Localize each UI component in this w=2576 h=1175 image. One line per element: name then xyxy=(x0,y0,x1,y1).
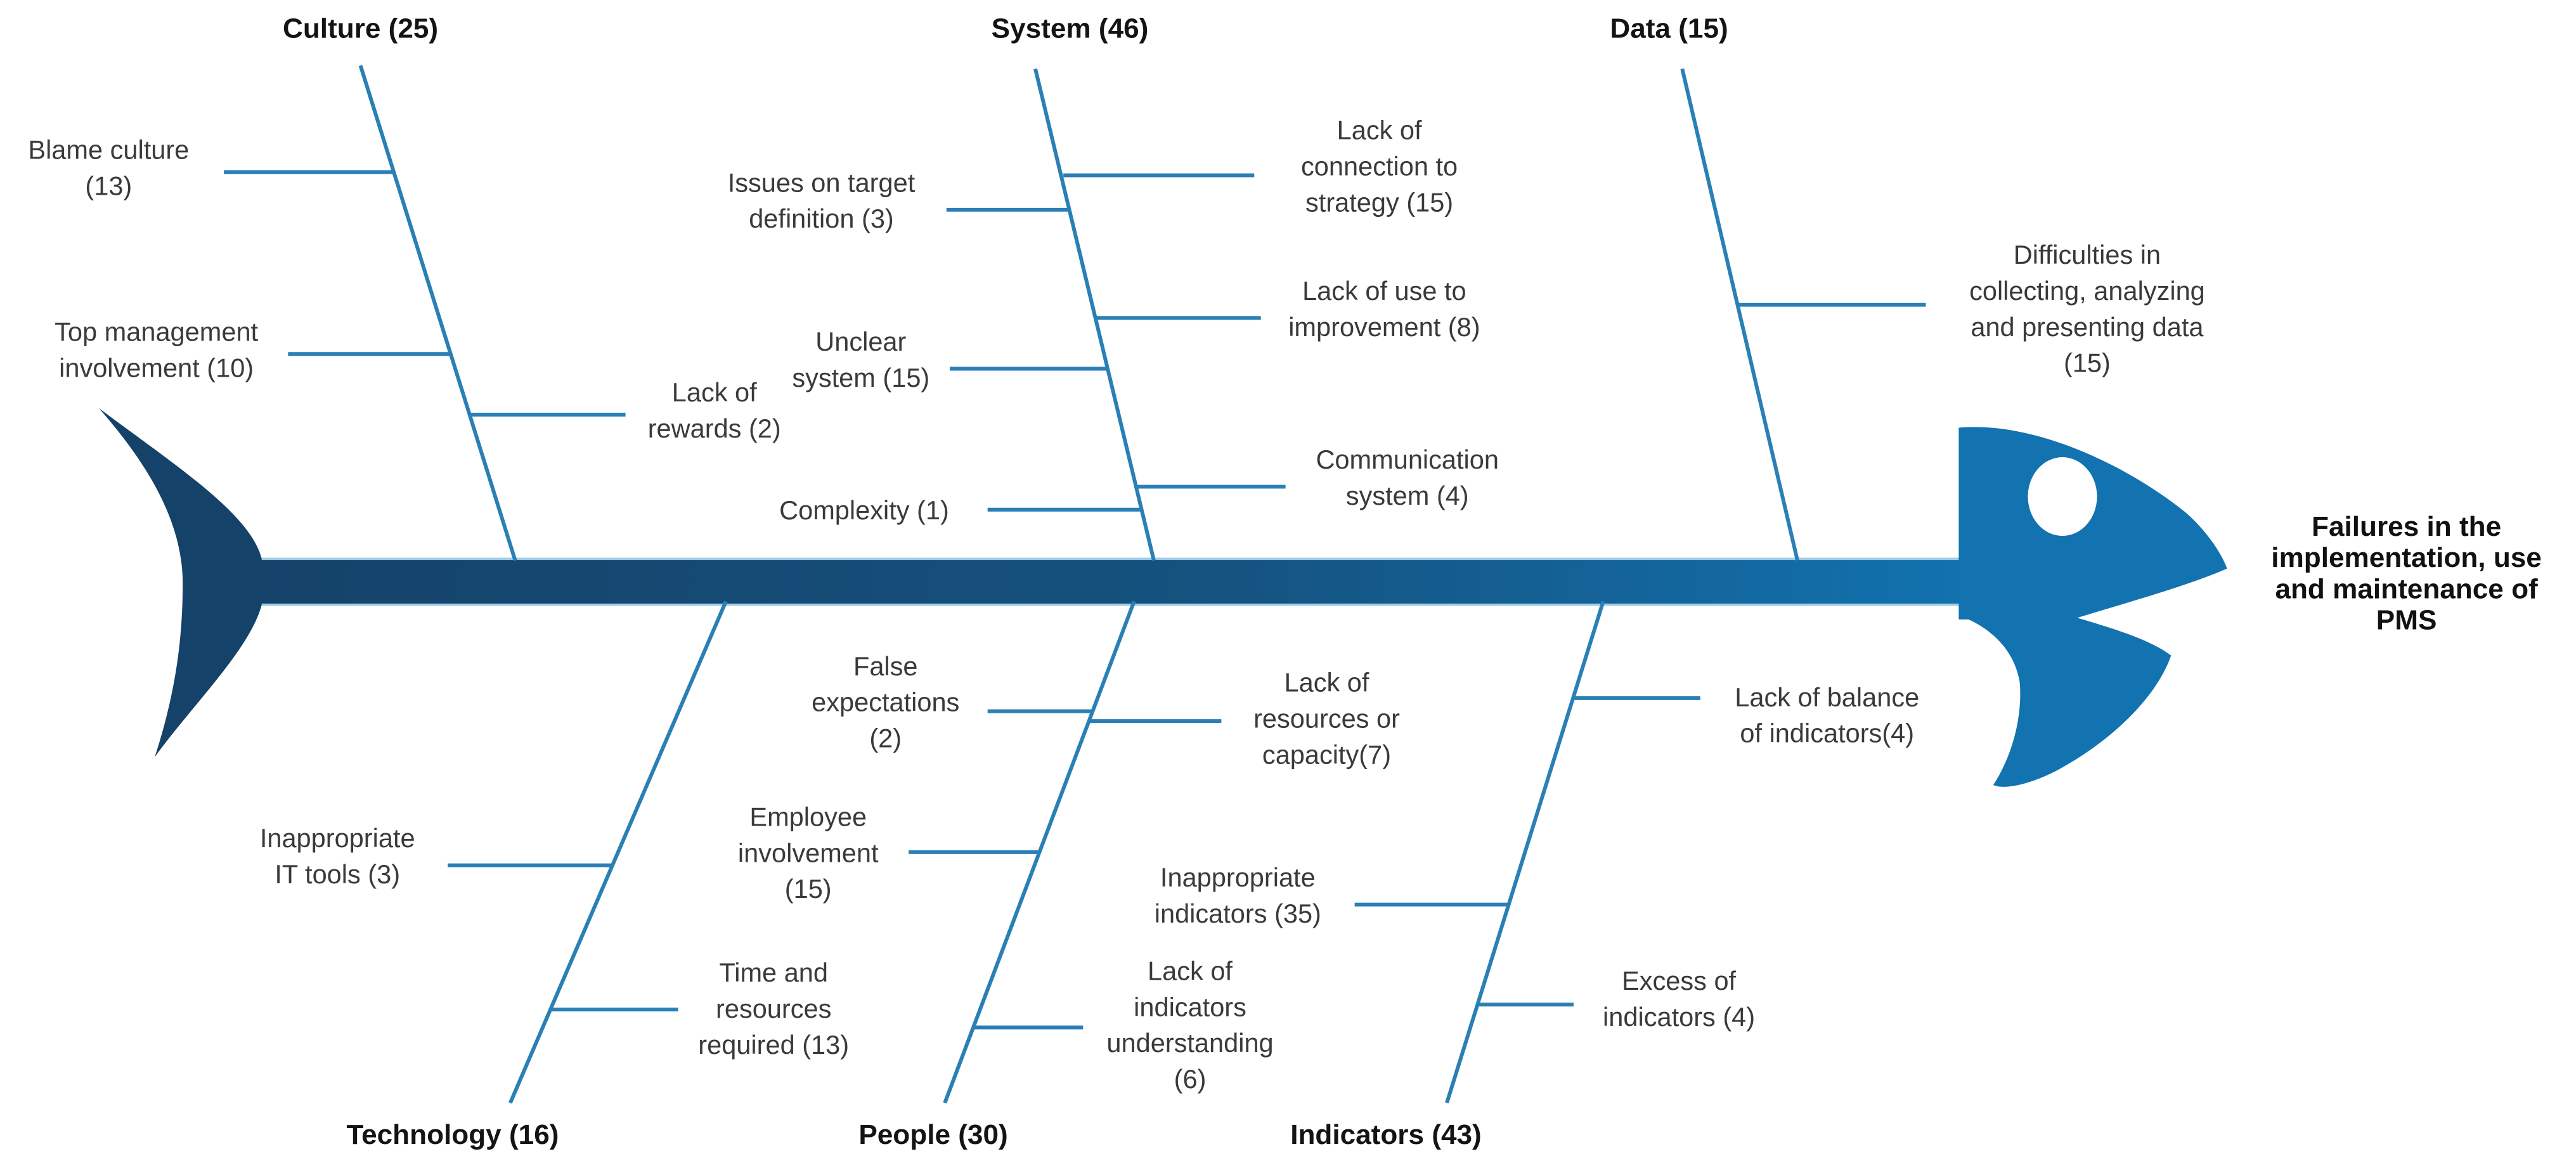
cause-indicators-understanding-line-4: (6) xyxy=(1174,1064,1207,1094)
cause-top-management-line-1: Top management xyxy=(55,317,258,347)
cause-communication-line-2: system (4) xyxy=(1346,481,1469,510)
cause-lack-connection-line-3: strategy (15) xyxy=(1305,187,1453,217)
cause-it-tools-line-2: IT tools (3) xyxy=(275,859,400,889)
cause-false-expectations-line-1: False xyxy=(853,651,918,681)
branch-line-system xyxy=(1033,68,1156,561)
branch-line-technology xyxy=(508,600,728,1104)
cause-time-resources-line-2: resources xyxy=(716,994,831,1023)
cause-time-resources-line-3: required (13) xyxy=(698,1030,849,1060)
category-label-system: System (46) xyxy=(992,13,1149,44)
cause-unclear-system-line-1: Unclear xyxy=(815,327,906,356)
cause-issues-target-line-1: Issues on target xyxy=(728,167,916,197)
cause-unclear-system-line-2: system (15) xyxy=(792,363,929,393)
cause-inappropriate-indicators-line-1: Inappropriate xyxy=(1160,862,1316,892)
cause-excess-indicators-line-1: Excess of xyxy=(1622,966,1737,996)
category-label-indicators: Indicators (43) xyxy=(1290,1119,1482,1150)
cause-lack-resources-line-2: resources or xyxy=(1253,704,1400,734)
branch-data: Data (15) Difficulties in collecting, an… xyxy=(1610,13,2205,561)
cause-inappropriate-indicators-line-2: indicators (35) xyxy=(1155,899,1321,928)
cause-false-expectations-line-3: (2) xyxy=(869,724,902,753)
branch-technology: Technology (16) Inappropriate IT tools (… xyxy=(260,600,849,1150)
effect-title-line-2: implementation, use xyxy=(2271,542,2542,573)
fish-spine xyxy=(245,557,1990,606)
cause-lack-of-rewards-line-2: rewards (2) xyxy=(648,413,781,443)
cause-it-tools-line-1: Inappropriate xyxy=(260,823,415,853)
cause-indicators-understanding-line-2: indicators xyxy=(1134,992,1246,1022)
branch-people: People (30) False expectations (2) Emplo… xyxy=(738,600,1400,1150)
cause-difficulties-line-3: and presenting data xyxy=(1971,312,2204,342)
cause-lack-use-line-1: Lack of use to xyxy=(1302,276,1466,306)
cause-indicators-understanding-line-3: understanding xyxy=(1106,1028,1273,1058)
cause-difficulties-line-2: collecting, analyzing xyxy=(1969,276,2205,306)
fish-eye xyxy=(2028,457,2097,536)
cause-indicators-understanding-line-1: Lack of xyxy=(1148,956,1233,986)
cause-employee-involvement-line-1: Employee xyxy=(749,802,867,832)
cause-complexity-line-1: Complexity (1) xyxy=(779,495,949,525)
category-label-people: People (30) xyxy=(858,1119,1007,1150)
cause-top-management-line-2: involvement (10) xyxy=(59,353,254,382)
cause-blame-culture-line-2: (13) xyxy=(85,171,132,201)
effect-title-line-4: PMS xyxy=(2376,604,2437,635)
category-label-technology: Technology (16) xyxy=(346,1119,559,1150)
cause-lack-use-line-2: improvement (8) xyxy=(1288,312,1480,342)
cause-difficulties-line-4: (15) xyxy=(2064,348,2111,378)
cause-excess-indicators-line-2: indicators (4) xyxy=(1603,1002,1755,1032)
cause-lack-balance-line-2: of indicators(4) xyxy=(1740,718,1914,748)
fish-tail xyxy=(98,408,262,757)
cause-employee-involvement-line-2: involvement xyxy=(738,838,879,867)
cause-lack-resources-line-3: capacity(7) xyxy=(1262,739,1391,769)
branch-line-data xyxy=(1680,68,1799,561)
cause-lack-resources-line-1: Lack of xyxy=(1285,668,1369,698)
cause-lack-connection-line-2: connection to xyxy=(1301,152,1458,181)
branch-system: System (46) Issues on target definition … xyxy=(728,13,1499,561)
cause-communication-line-1: Communication xyxy=(1316,445,1499,474)
effect-title-line-1: Failures in the xyxy=(2312,511,2501,542)
effect-title: Failures in the implementation, use and … xyxy=(2271,511,2542,635)
cause-time-resources-line-1: Time and xyxy=(719,958,828,987)
fish-head xyxy=(1958,427,2227,787)
category-label-data: Data (15) xyxy=(1610,13,1728,44)
branch-culture: Culture (25) Blame culture (13) Top mana… xyxy=(28,13,781,561)
branch-line-people xyxy=(943,600,1136,1104)
cause-issues-target-line-2: definition (3) xyxy=(749,204,894,233)
cause-lack-balance-line-1: Lack of balance xyxy=(1735,682,1919,712)
cause-false-expectations-line-2: expectations xyxy=(812,687,959,717)
cause-employee-involvement-line-3: (15) xyxy=(785,874,832,904)
effect-title-line-3: and maintenance of xyxy=(2275,573,2538,604)
cause-lack-of-rewards-line-1: Lack of xyxy=(672,377,757,407)
branch-line-indicators xyxy=(1445,600,1605,1104)
category-label-culture: Culture (25) xyxy=(283,13,438,44)
branch-indicators: Indicators (43) Inappropriate indicators… xyxy=(1155,600,1919,1150)
cause-difficulties-line-1: Difficulties in xyxy=(2014,240,2161,269)
cause-blame-culture-line-1: Blame culture xyxy=(28,135,189,165)
cause-lack-connection-line-1: Lack of xyxy=(1337,115,1422,145)
branch-line-culture xyxy=(358,65,517,561)
